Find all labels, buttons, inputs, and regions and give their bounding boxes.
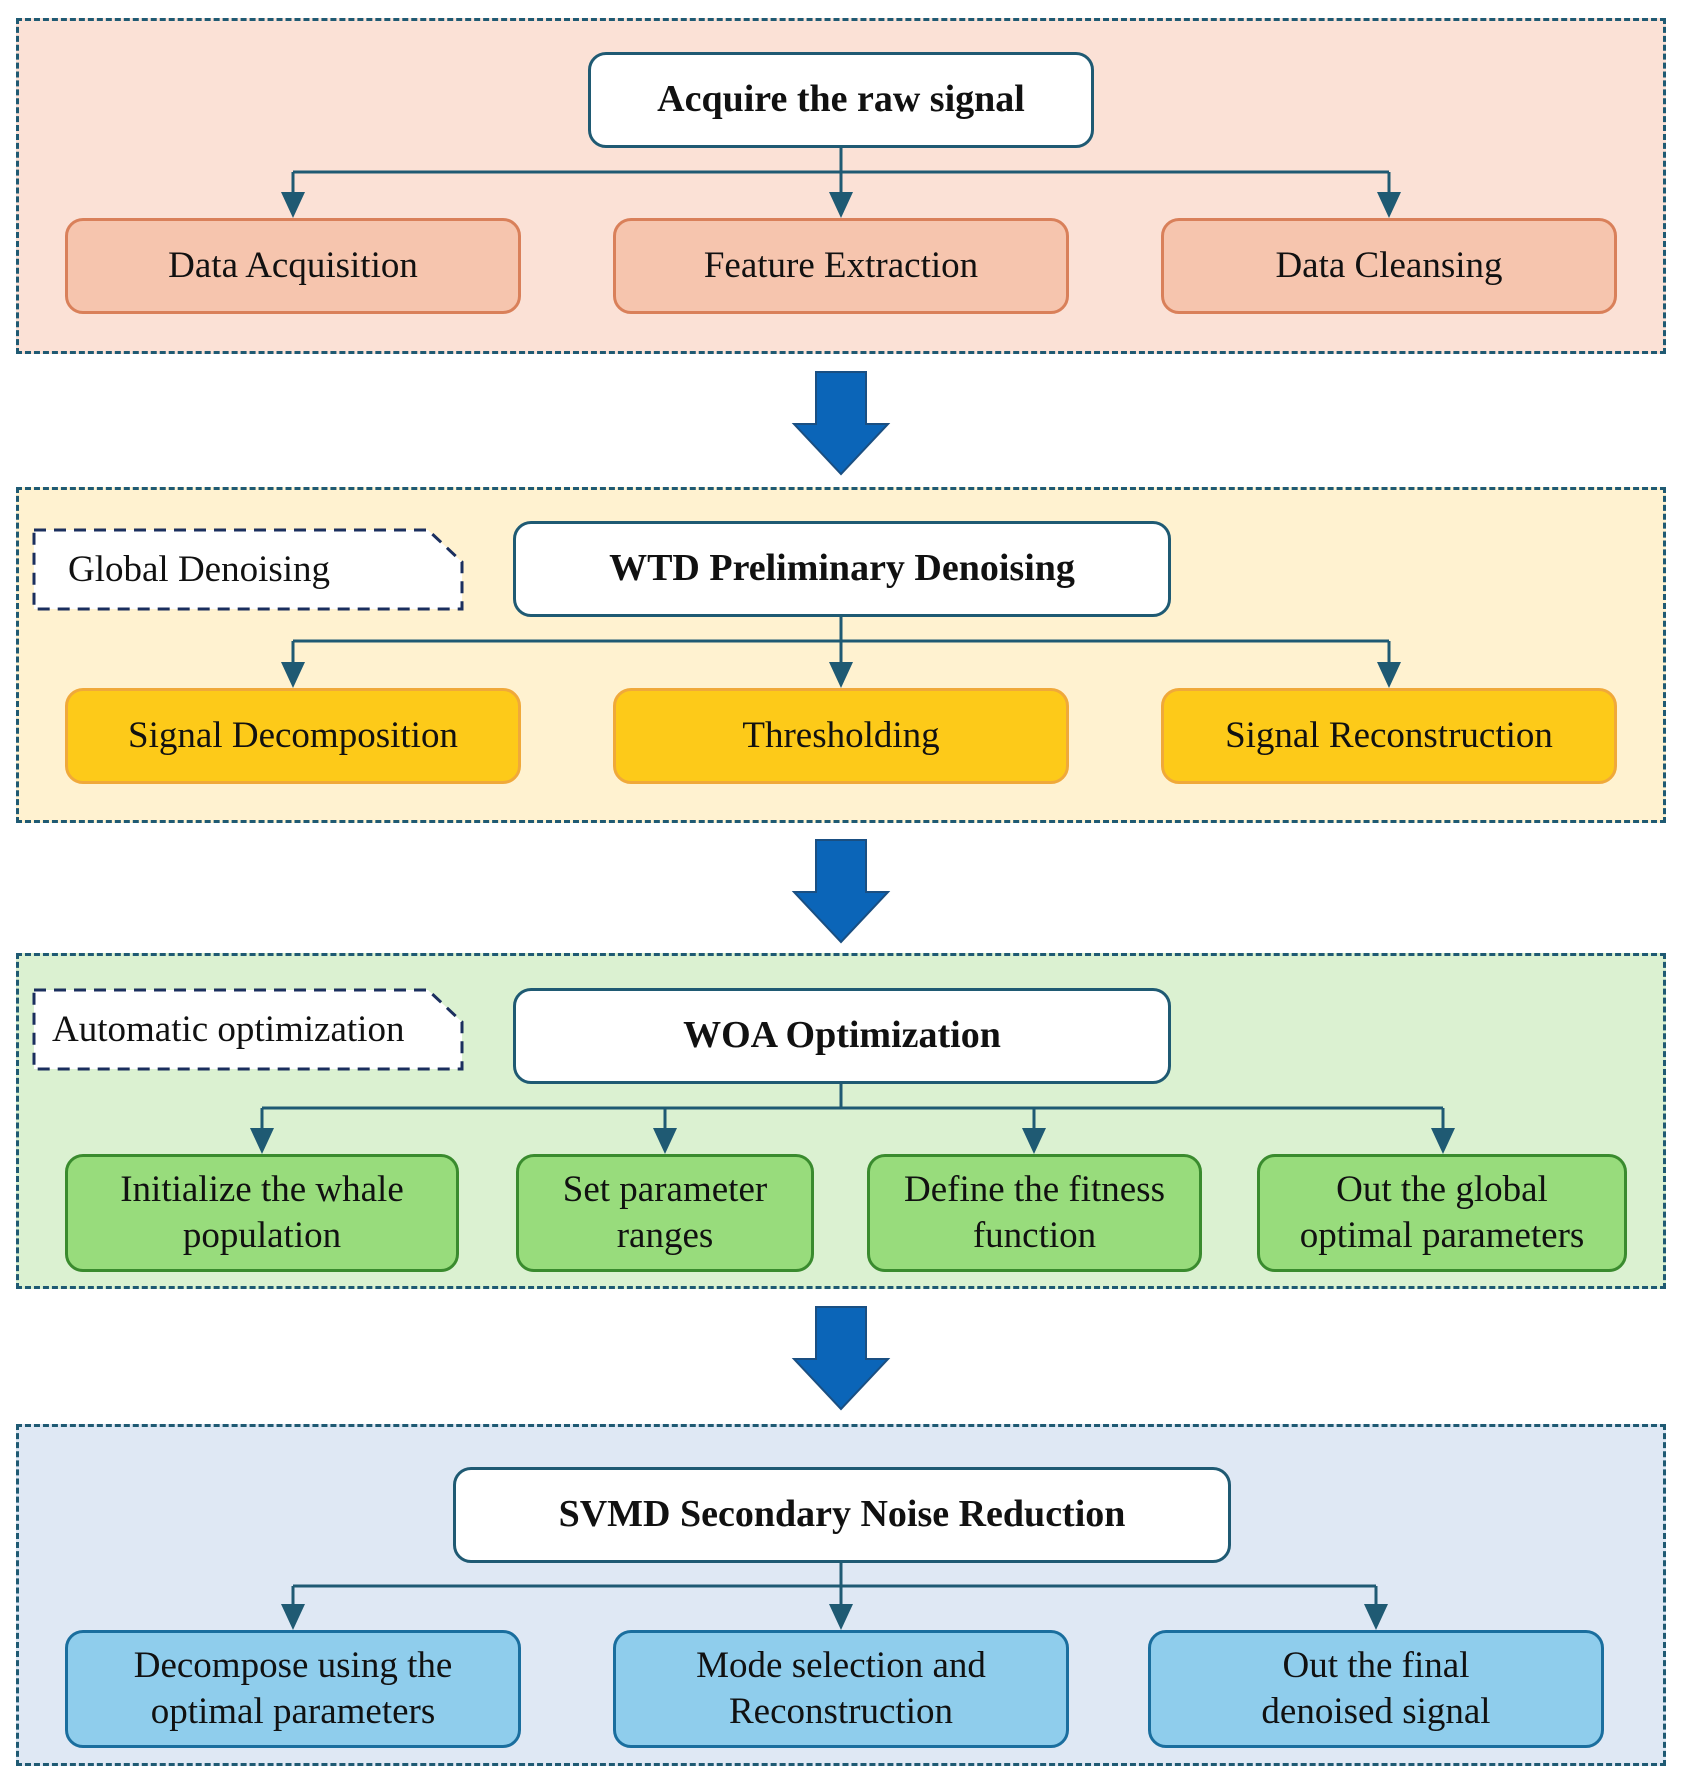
down-arrow-icon xyxy=(791,371,891,476)
decompose-optimal-parameters-box: Decompose using the optimal parameters xyxy=(65,1630,521,1748)
box-line: Define the fitness xyxy=(904,1168,1165,1210)
signal-reconstruction-box: Signal Reconstruction xyxy=(1161,688,1617,784)
signal-decomposition-box: Signal Decomposition xyxy=(65,688,521,784)
automatic-optimization-tag: Automatic optimization xyxy=(52,1009,405,1050)
down-arrow-icon xyxy=(791,1306,891,1411)
box-line: population xyxy=(182,1215,342,1256)
down-arrow-icon xyxy=(791,839,891,944)
box-line: Initialize the whale xyxy=(120,1168,404,1210)
box-line: Mode selection and xyxy=(696,1644,986,1686)
svmd-secondary-noise-reduction-box: SVMD Secondary Noise Reduction xyxy=(453,1467,1231,1563)
box-line: optimal parameters xyxy=(1299,1215,1585,1256)
data-cleansing-box: Data Cleansing xyxy=(1161,218,1617,314)
define-fitness-function-box: Define the fitness function xyxy=(867,1154,1202,1272)
thresholding-box: Thresholding xyxy=(613,688,1069,784)
data-acquisition-box: Data Acquisition xyxy=(65,218,521,314)
out-global-optimal-parameters-box: Out the global optimal parameters xyxy=(1257,1154,1627,1272)
box-line: function xyxy=(972,1215,1097,1256)
wtd-preliminary-denoising-box: WTD Preliminary Denoising xyxy=(513,521,1171,617)
box-line: Set parameter xyxy=(562,1168,768,1210)
out-final-denoised-signal-box: Out the final denoised signal xyxy=(1148,1630,1604,1748)
box-line: denoised signal xyxy=(1261,1691,1491,1732)
global-denoising-tag: Global Denoising xyxy=(68,549,331,590)
box-line: Reconstruction xyxy=(728,1691,953,1732)
box-line: Out the final xyxy=(1282,1644,1470,1686)
acquire-raw-signal-box: Acquire the raw signal xyxy=(588,52,1094,148)
box-line: ranges xyxy=(616,1215,714,1256)
box-line: Out the global xyxy=(1336,1168,1548,1210)
initialize-whale-population-box: Initialize the whale population xyxy=(65,1154,459,1272)
woa-optimization-box: WOA Optimization xyxy=(513,988,1171,1084)
box-line: Decompose using the xyxy=(133,1644,453,1686)
set-parameter-ranges-box: Set parameter ranges xyxy=(516,1154,814,1272)
box-line: optimal parameters xyxy=(150,1691,436,1732)
feature-extraction-box: Feature Extraction xyxy=(613,218,1069,314)
